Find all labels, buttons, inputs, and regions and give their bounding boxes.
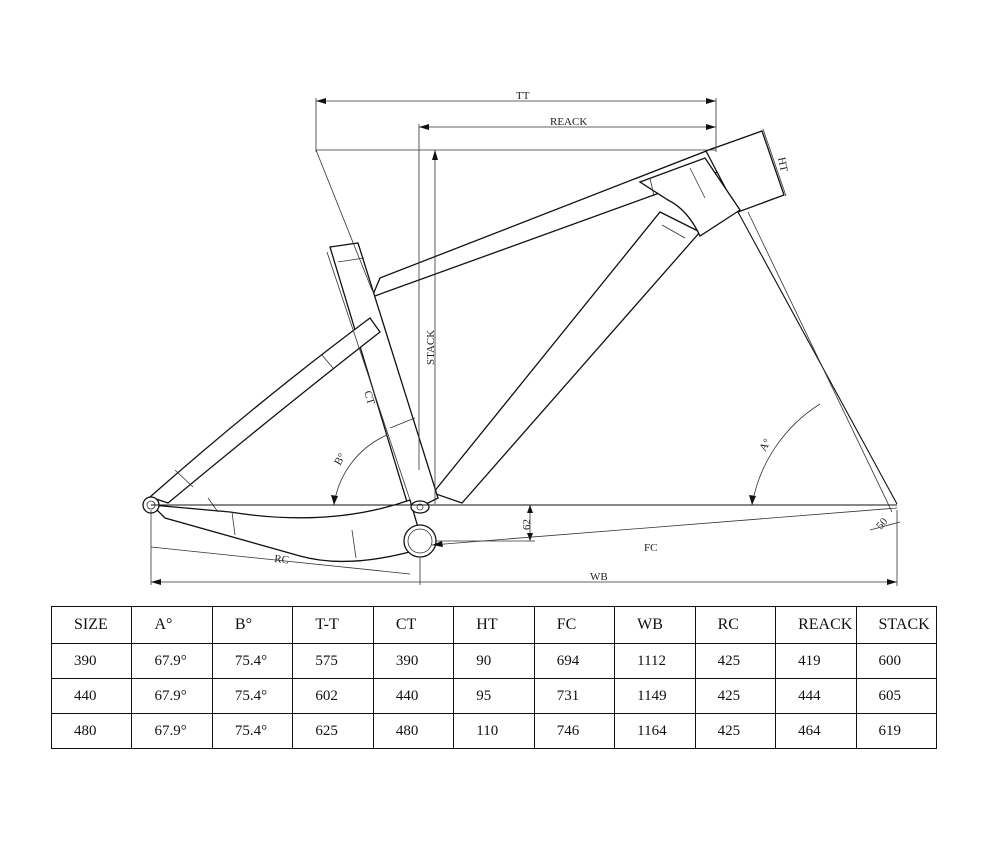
pivot — [410, 500, 430, 514]
table-cell: 480 — [372, 713, 455, 749]
header-size: SIZE — [50, 606, 133, 644]
header-reack: REACK — [775, 606, 857, 644]
head-gusset — [638, 157, 741, 237]
table-cell: 75.4° — [211, 713, 294, 749]
geometry-table: SIZE A° B° T-T CT HT FC WB RC REACK STAC… — [50, 606, 938, 749]
table-cell: 67.9° — [131, 678, 213, 714]
table-cell: 425 — [694, 713, 777, 749]
table-cell: 746 — [533, 713, 616, 749]
table-cell: 464 — [775, 713, 857, 749]
table-cell: 419 — [775, 643, 857, 679]
table-cell: 95 — [453, 678, 535, 714]
header-rc: RC — [694, 606, 777, 644]
header-fc: FC — [533, 606, 616, 644]
frame-geometry-drawing: TT REACK HT STACK CT B° A° 62 50 FC RC W… — [142, 90, 901, 586]
table-cell: 1149 — [614, 678, 696, 714]
table-cell: 1164 — [614, 713, 696, 749]
table-cell: 602 — [292, 678, 374, 714]
table-cell: 425 — [694, 643, 777, 679]
table-row: 440 67.9° 75.4° 602 440 95 731 1149 425 … — [50, 678, 938, 714]
table-cell: 625 — [292, 713, 374, 749]
header-tt: T-T — [292, 606, 374, 644]
table-cell: 600 — [855, 643, 938, 679]
ht-label: HT — [775, 156, 790, 173]
dimension-labels: TT REACK HT STACK CT B° A° 62 50 FC RC W… — [274, 90, 891, 583]
table-cell: 1112 — [614, 643, 696, 679]
table-cell: 390 — [50, 643, 133, 679]
stack-label: STACK — [425, 330, 437, 365]
tt-label: TT — [516, 90, 530, 102]
table-cell: 390 — [372, 643, 455, 679]
table-cell: 425 — [694, 678, 777, 714]
table-cell: 440 — [372, 678, 455, 714]
chain-stay — [150, 499, 425, 563]
seat-tube — [329, 242, 439, 513]
a-angle-label: A° — [757, 437, 774, 454]
b-angle-label: B° — [332, 451, 348, 467]
header-a-angle: A° — [131, 606, 213, 644]
fork-offset-label: 50 — [874, 515, 891, 532]
table-cell: 480 — [50, 713, 133, 749]
fc-label: FC — [644, 542, 657, 554]
header-ht: HT — [453, 606, 535, 644]
bottom-bracket — [403, 524, 437, 558]
table-cell: 731 — [533, 678, 616, 714]
header-wb: WB — [614, 606, 696, 644]
header-stack: STACK — [855, 606, 938, 644]
table-cell: 440 — [50, 678, 133, 714]
table-cell: 67.9° — [131, 643, 213, 679]
wb-label: WB — [590, 571, 608, 583]
header-ct: CT — [372, 606, 455, 644]
table-cell: 605 — [855, 678, 938, 714]
rc-label: RC — [274, 553, 290, 566]
table-cell: 444 — [775, 678, 857, 714]
table-cell: 75.4° — [211, 678, 294, 714]
bb-drop-label: 62 — [521, 519, 533, 530]
reack-label: REACK — [550, 116, 587, 128]
table-cell: 110 — [453, 713, 535, 749]
table-cell: 67.9° — [131, 713, 213, 749]
dimension-lines — [150, 98, 901, 586]
seat-stay — [148, 317, 381, 504]
table-cell: 694 — [533, 643, 616, 679]
ct-label: CT — [361, 389, 377, 406]
table-row: 390 67.9° 75.4° 575 390 90 694 1112 425 … — [50, 643, 938, 679]
table-cell: 90 — [453, 643, 535, 679]
table-row: 480 67.9° 75.4° 625 480 110 746 1164 425… — [50, 713, 938, 749]
table-cell: 575 — [292, 643, 374, 679]
table-cell: 619 — [855, 713, 938, 749]
table-header-row: SIZE A° B° T-T CT HT FC WB RC REACK STAC… — [50, 606, 938, 644]
bike-frame — [142, 130, 898, 563]
header-b-angle: B° — [211, 606, 294, 644]
table-cell: 75.4° — [211, 643, 294, 679]
